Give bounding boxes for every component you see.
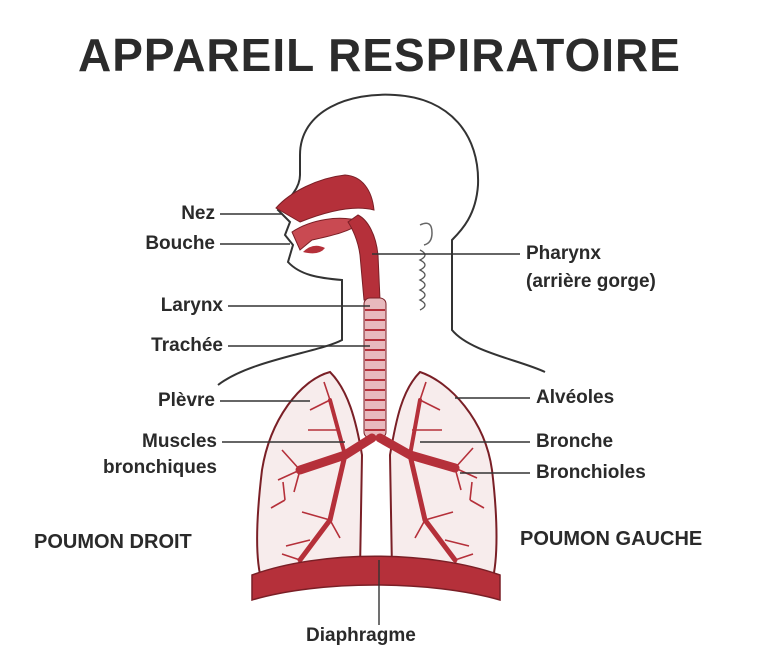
ear-icon	[420, 223, 432, 245]
pharynx	[348, 215, 380, 300]
label-nez: Nez	[120, 202, 215, 226]
label-muscles: Muscles	[60, 430, 217, 454]
label-plevre: Plèvre	[95, 389, 215, 413]
label-pharynx: Pharynx	[526, 242, 601, 266]
label-poumon-droit: POUMON DROIT	[34, 530, 192, 554]
label-bronchiques: bronchiques	[40, 456, 217, 480]
label-bouche: Bouche	[95, 232, 215, 256]
label-arriere-gorge: (arrière gorge)	[526, 270, 656, 294]
label-poumon-gauche: POUMON GAUCHE	[520, 527, 702, 551]
label-larynx: Larynx	[105, 294, 223, 318]
tongue	[303, 246, 325, 254]
spine	[420, 250, 425, 310]
label-trachee: Trachée	[95, 334, 223, 358]
label-bronchioles: Bronchioles	[536, 461, 646, 485]
label-alveoles: Alvéoles	[536, 386, 614, 410]
label-diaphragme: Diaphragme	[306, 624, 416, 648]
nasal-cavity	[276, 175, 374, 222]
left-lung	[390, 372, 497, 582]
label-bronche: Bronche	[536, 430, 613, 454]
